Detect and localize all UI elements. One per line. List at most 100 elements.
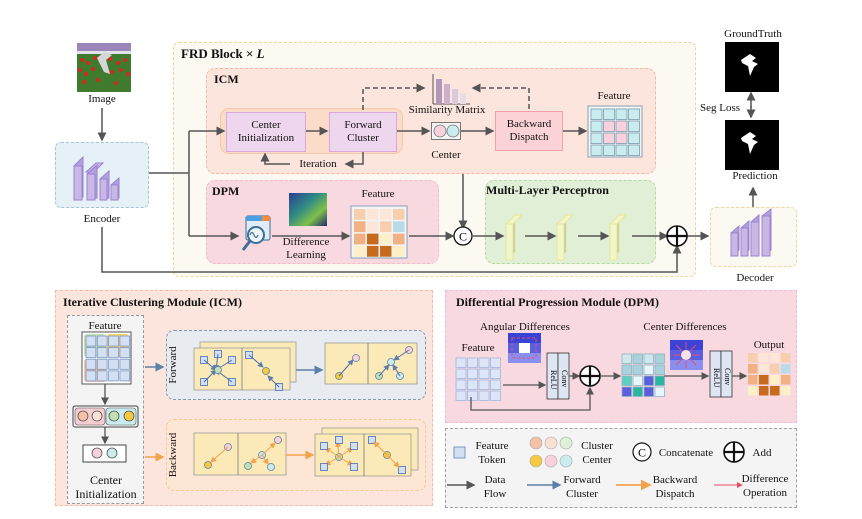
dpm-feature-cell	[455, 390, 467, 401]
center-diff-icon	[670, 340, 703, 370]
dpm-output-cell	[748, 375, 758, 385]
edge-arrow	[378, 364, 390, 377]
feature-token	[96, 358, 108, 370]
legend-difference-operation-1: Difference	[741, 473, 789, 485]
legend-backward-dispatch-2: Dispatch	[655, 488, 695, 500]
output-label: Output	[753, 339, 785, 351]
center-init-line2: Initialization	[237, 132, 295, 144]
feature-token	[108, 347, 119, 359]
dpm-mid-cell	[621, 364, 632, 375]
legend-concatenate: Concatenate	[658, 447, 714, 459]
dpm-grid-cell	[380, 233, 392, 245]
top-data-flow	[101, 126, 758, 273]
edge-arrow	[210, 446, 229, 463]
forward-cluster-line1: Forward	[344, 119, 382, 131]
center-dot	[77, 410, 89, 422]
ground-truth-label: GroundTruth	[724, 28, 782, 40]
dpm-output-cell	[770, 375, 780, 385]
feature-token	[119, 358, 131, 370]
conv-relu-block-2: ReLU Conv	[709, 350, 733, 398]
dpm-grid-cell	[354, 233, 366, 245]
edge-arrow	[392, 364, 401, 377]
dpm-feature-cell	[490, 357, 501, 368]
edge-arrow	[393, 349, 410, 361]
dpm-output-cell	[759, 353, 769, 363]
center-dot	[91, 410, 103, 422]
frd-title-var: L	[256, 46, 265, 61]
feature-token	[96, 335, 108, 347]
similarity-matrix-label: Similarity Matrix	[408, 104, 486, 116]
dpm-output-cell	[781, 386, 791, 396]
dpm-mid-cell	[654, 353, 665, 364]
difference-learning-line2: Learning	[286, 249, 326, 261]
edge-arrow	[261, 442, 276, 456]
edge-arrow	[261, 454, 269, 465]
forward-cluster-line2: Cluster	[347, 132, 379, 144]
edge-arrow	[267, 375, 280, 388]
dpm-output-cell	[759, 364, 769, 374]
icm-grid-cell	[590, 144, 603, 156]
dpm-output-cell	[748, 364, 758, 374]
dpm-output-cell	[770, 353, 780, 363]
dpm-detail-title: Differential Progression Module (DPM)	[456, 295, 659, 309]
dpm-grid-cell	[393, 245, 405, 257]
similarity-dashed-arrows	[362, 83, 756, 119]
legend-concatenate-icon: C	[632, 442, 652, 462]
concatenate-symbol: C	[453, 226, 473, 246]
dpm-mid-cell	[621, 386, 632, 397]
center-initialization-box	[226, 112, 306, 152]
conv-label: Conv	[723, 368, 732, 385]
edge-arrow	[250, 454, 263, 464]
cluster-node	[387, 358, 395, 366]
conv-relu-block-1: ReLU Conv	[546, 352, 570, 400]
legend-add-icon	[723, 441, 745, 463]
dpm-mid-cell	[632, 386, 643, 397]
initialized-centers-box	[82, 444, 127, 463]
backward-dispatch-box	[495, 111, 563, 151]
dpm-mid-cell	[621, 375, 632, 386]
icm-grid-cell	[590, 108, 603, 120]
dpm-mid-cell	[654, 386, 665, 397]
dpm-grid-cell	[354, 209, 366, 220]
dpm-grid-cell	[367, 233, 379, 245]
legend-add: Add	[752, 447, 772, 459]
dpm-residual-arrow	[470, 386, 594, 411]
dpm-feature-cell	[478, 368, 490, 379]
difference-learning-line1: Difference	[282, 236, 330, 248]
dpm-mid-cell	[654, 375, 665, 386]
encoder-label: Encoder	[83, 213, 121, 225]
dpm-feature-cell	[467, 379, 478, 390]
legend-data-flow-1: Data	[484, 474, 506, 486]
icm-grid-cell	[590, 132, 603, 144]
dpm-grid-cell	[380, 245, 392, 257]
legend-cluster-center-1: Cluster	[581, 440, 613, 452]
legend-cluster-center-icons	[529, 436, 573, 468]
icm-grid-cell	[628, 120, 640, 132]
feature-token	[108, 358, 119, 370]
icm-grid-cell	[590, 120, 603, 132]
icm-grid-cell	[615, 144, 628, 156]
legend-cluster-center-2: Center	[582, 454, 612, 466]
dpm-output-cell	[781, 353, 791, 363]
dpm-mid-cell	[654, 364, 665, 375]
mlp-title: Multi-Layer Perceptron	[486, 183, 609, 197]
frd-title-text: FRD Block ×	[181, 46, 257, 61]
bird-shape	[97, 52, 112, 74]
dpm-feature-cell	[467, 368, 478, 379]
feature-token	[108, 335, 119, 347]
angular-differences-label: Angular Differences	[480, 321, 570, 333]
icm-grid-cell	[603, 144, 615, 156]
legend-feature-token-icon	[453, 446, 466, 459]
feature-token	[320, 442, 328, 450]
legend-forward-cluster-2: Cluster	[566, 488, 598, 500]
feature-token	[398, 466, 406, 474]
dpm-grid-cell	[393, 221, 405, 233]
center-dot	[108, 410, 120, 422]
edge-arrow	[338, 359, 354, 377]
center-init-line1: Center	[251, 119, 281, 131]
dpm-output-cell	[759, 386, 769, 396]
dpm-output-cell	[781, 364, 791, 374]
feature-token	[85, 358, 97, 370]
frd-block-title: FRD Block × L	[181, 47, 265, 61]
